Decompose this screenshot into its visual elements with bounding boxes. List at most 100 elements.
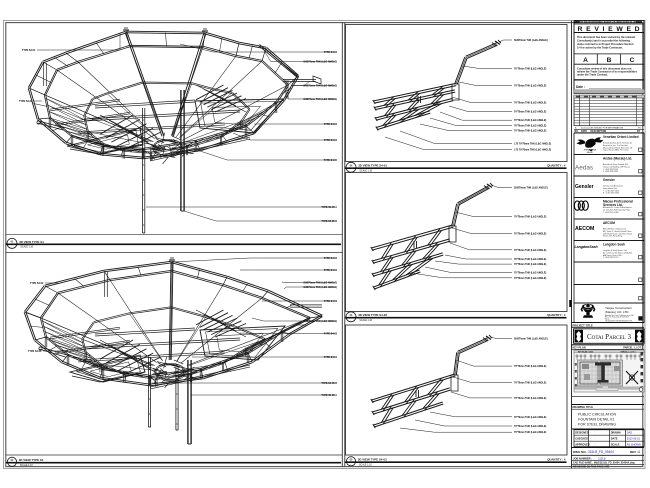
svg-text:SHS70mm THK (L&G ANGLE): SHS70mm THK (L&G ANGLE): [514, 186, 548, 189]
svg-text:SHS70mm THK (L&G ANGLE): SHS70mm THK (L&G ANGLE): [514, 39, 548, 42]
svg-text:TYPE S4-03: TYPE S4-03: [28, 350, 42, 353]
svg-text:70*70mm THK (L&G ANGLE): 70*70mm THK (L&G ANGLE): [514, 124, 547, 127]
svg-text:DESIGNED: DESIGNED: [575, 430, 589, 434]
svg-text:70*70mm THK (L&G ANGLE): 70*70mm THK (L&G ANGLE): [514, 119, 547, 122]
svg-text:T +1 310 449 5600: T +1 310 449 5600: [603, 190, 619, 192]
svg-text:CAD FILE NAME : M&E/315LB_FD_0: CAD FILE NAME : M&E/315LB_FD_05404_05404…: [573, 462, 635, 465]
svg-text:Macau Professional: Macau Professional: [603, 200, 633, 204]
svg-text:Yaujee Construction: Yaujee Construction: [605, 306, 632, 310]
svg-text:3D VIEW TYPE S4-02: 3D VIEW TYPE S4-02: [358, 313, 387, 317]
svg-text:01: 01: [11, 240, 14, 243]
svg-text:APPROVED: APPROVED: [575, 442, 590, 446]
svg-text:TYPE S4-03: TYPE S4-03: [324, 269, 338, 272]
svg-text:status referred to in Project: status referred to in Project Procedure …: [577, 42, 634, 46]
svg-text:70*70mm THK (L&G ANGLE): 70*70mm THK (L&G ANGLE): [514, 84, 547, 87]
svg-text:China Law Building 21/F, Macau: China Law Building 21/F, Macau: [603, 166, 630, 168]
svg-text:PUBLIC CIRCULATION: PUBLIC CIRCULATION: [578, 413, 616, 417]
svg-text:no. 411-417, Edif. Dynasty Pla: no. 411-417, Edif. Dynasty Plaza: [603, 208, 631, 211]
svg-text:SHS70mm THK (L&G ANGLE): SHS70mm THK (L&G ANGLE): [303, 320, 337, 323]
svg-text:TYPE S4-05 B: TYPE S4-05 B: [321, 220, 337, 223]
svg-text:SHS70mm THK (L&G ANGLE): SHS70mm THK (L&G ANGLE): [303, 282, 337, 285]
svg-text:Macau: Macau: [605, 319, 610, 321]
svg-text:SHS70mm THK (L&G ANGLE): SHS70mm THK (L&G ANGLE): [303, 61, 337, 64]
svg-text:70*70mm THK (L&G ANGLE): 70*70mm THK (L&G ANGLE): [514, 382, 547, 385]
svg-text:SCALE 1:10: SCALE 1:10: [359, 464, 372, 467]
svg-text:L75 70*70mm THK (L&G ANGLE): L75 70*70mm THK (L&G ANGLE): [514, 142, 551, 145]
svg-text:5.4 for action by the Trade Co: 5.4 for action by the Trade Contractor.: [577, 46, 623, 50]
svg-text:70*70mm THK (L&G ANGLE): 70*70mm THK (L&G ANGLE): [514, 249, 547, 252]
svg-text:-: -: [595, 443, 596, 446]
svg-text:-: -: [595, 437, 596, 440]
svg-text:VENETIAN: VENETIAN: [584, 149, 596, 152]
svg-text:70*70mm THK (L&G ANGLE): 70*70mm THK (L&G ANGLE): [514, 232, 547, 235]
svg-text:BY: BY: [637, 131, 641, 133]
svg-text:DWG NO :: DWG NO :: [573, 450, 588, 454]
svg-text:Gensler and Associates: Gensler and Associates: [603, 185, 623, 188]
svg-text:TYPE S4-03: TYPE S4-03: [324, 300, 338, 303]
svg-text:PARCEL 1, LOT 2: PARCEL 1, LOT 2: [623, 346, 643, 349]
svg-text:70*70mm THK (L&G ANGLE): 70*70mm THK (L&G ANGLE): [514, 130, 547, 133]
svg-text:70*70mm THK (L&G ANGLE): 70*70mm THK (L&G ANGLE): [514, 67, 547, 70]
svg-text:REV :: REV :: [630, 450, 638, 454]
svg-text:R E V I E W E D: R E V I E W E D: [578, 26, 641, 33]
svg-text:FOR STEEL DRAWING: FOR STEEL DRAWING: [578, 423, 616, 427]
svg-text:70*70mm THK (L&G ANGLE): 70*70mm THK (L&G ANGLE): [514, 263, 547, 266]
svg-text:70*70mm THK (L&G ANGLE): 70*70mm THK (L&G ANGLE): [514, 102, 547, 105]
svg-text:Services Ltd.: Services Ltd.: [603, 203, 623, 207]
svg-text:Estrada da Baia de N. Senhora: Estrada da Baia de N. Senhora da: [603, 142, 633, 145]
svg-text:CHECKED: CHECKED: [575, 436, 588, 440]
svg-text:QUANTITY : 4: QUANTITY : 4: [547, 313, 566, 317]
svg-text:138 Shatin Rural Committee Roa: 138 Shatin Rural Committee Road: [603, 232, 632, 235]
svg-text:TYPE S4-05 B: TYPE S4-05 B: [321, 382, 337, 385]
svg-text:70*70mm THK (L&G ANGLE): 70*70mm THK (L&G ANGLE): [514, 272, 547, 275]
svg-text:Consultant(s) and is accorded: Consultant(s) and is accorded the follow…: [577, 39, 630, 43]
svg-text:10-10-12: 10-10-12: [581, 128, 591, 130]
svg-text:Esperanca, s/n, The Venetian: Esperanca, s/n, The Venetian: [603, 144, 628, 147]
svg-text:International Ltd.: International Ltd.: [603, 187, 618, 190]
svg-text:FOUNTAIN DETAIL 01: FOUNTAIN DETAIL 01: [578, 418, 614, 422]
svg-text:TEL:(853)28727738 FAX:(853)287: TEL:(853)28727738 FAX:(853)28727735: [605, 320, 632, 323]
svg-text:-: -: [351, 319, 352, 321]
svg-text:AS SHOWN: AS SHOWN: [627, 442, 641, 446]
svg-text:04: 04: [350, 164, 353, 167]
svg-text:C: C: [630, 57, 635, 64]
svg-text:(Macau) CO. LTD.: (Macau) CO. LTD.: [605, 310, 629, 314]
svg-text:under the Trade Contract.: under the Trade Contract.: [577, 72, 608, 76]
svg-text:IF NOT READ DRAWING SHEET AS I: IF NOT READ DRAWING SHEET AS INDICATED I…: [576, 21, 637, 24]
svg-text:3D VIEW TYPE S4-03: 3D VIEW TYPE S4-03: [358, 458, 387, 462]
svg-text:Gensler: Gensler: [575, 184, 594, 190]
svg-text:DRAWING TITLE: DRAWING TITLE: [573, 405, 594, 409]
svg-text:SCALE 1:10: SCALE 1:10: [20, 464, 33, 467]
svg-text:70*70mm THK (L&G ANGLE): 70*70mm THK (L&G ANGLE): [514, 431, 547, 434]
svg-text:QUANTITY : 4: QUANTITY : 4: [547, 164, 566, 168]
svg-text:SHS70mm THK (L&G ANGLE): SHS70mm THK (L&G ANGLE): [303, 85, 337, 88]
svg-text:relieve the Trade Contractor o: relieve the Trade Contractor of its resp…: [577, 69, 638, 73]
svg-text:L75 70*70mm THK (L&G ANGLE): L75 70*70mm THK (L&G ANGLE): [514, 149, 551, 152]
svg-text:DAD: DAD: [627, 430, 633, 434]
svg-text:A: A: [638, 450, 641, 454]
svg-text:8/F, Tower 2, Grand Central Pl: 8/F, Tower 2, Grand Central Plaza: [603, 230, 632, 233]
svg-text:Gensler: Gensler: [603, 178, 616, 182]
svg-text:REVISIONS ON THIS PAGE ARE: REVISIONS ON THIS PAGE ARE: [573, 466, 610, 469]
svg-text:DESCRIPTION: DESCRIPTION: [591, 131, 607, 133]
svg-text:-: -: [351, 170, 352, 172]
svg-text:SHS70mm THK (L&G ANGLE): SHS70mm THK (L&G ANGLE): [514, 338, 548, 341]
svg-text:Aedas (Macau) Ltd.: Aedas (Macau) Ltd.: [603, 157, 632, 161]
svg-text:JOB NUMBER :: JOB NUMBER :: [573, 456, 592, 460]
svg-text:PARCEL 1, LOT 2: PARCEL 1, LOT 2: [621, 350, 636, 353]
svg-text:TYPE S4-02: TYPE S4-02: [19, 100, 33, 103]
svg-text:TYPE S4-03: TYPE S4-03: [324, 333, 338, 336]
svg-text:TYPE S4-03: TYPE S4-03: [324, 123, 338, 126]
svg-text:NO.: NO.: [575, 131, 579, 133]
svg-text:SV: SV: [638, 128, 641, 130]
svg-text:AECOM: AECOM: [575, 226, 594, 232]
svg-text:T +853 2833 1133: T +853 2833 1133: [603, 169, 618, 171]
svg-text:-: -: [12, 464, 13, 466]
svg-text:Av. Comercial de Macau 251A-30: Av. Comercial de Macau 251A-301: [603, 251, 632, 254]
svg-text:70*70mm THK (L&G ANGLE): 70*70mm THK (L&G ANGLE): [514, 416, 547, 419]
svg-text:3D VIEW TYPE S4: 3D VIEW TYPE S4: [19, 458, 44, 462]
svg-text:-: -: [12, 246, 13, 248]
svg-text:LangdonSeah: LangdonSeah: [575, 245, 598, 249]
svg-text:KEY PLAN 1:1500: KEY PLAN 1:1500: [578, 350, 593, 353]
svg-text:This document has been revised: This document has been revised by the re…: [577, 35, 635, 39]
